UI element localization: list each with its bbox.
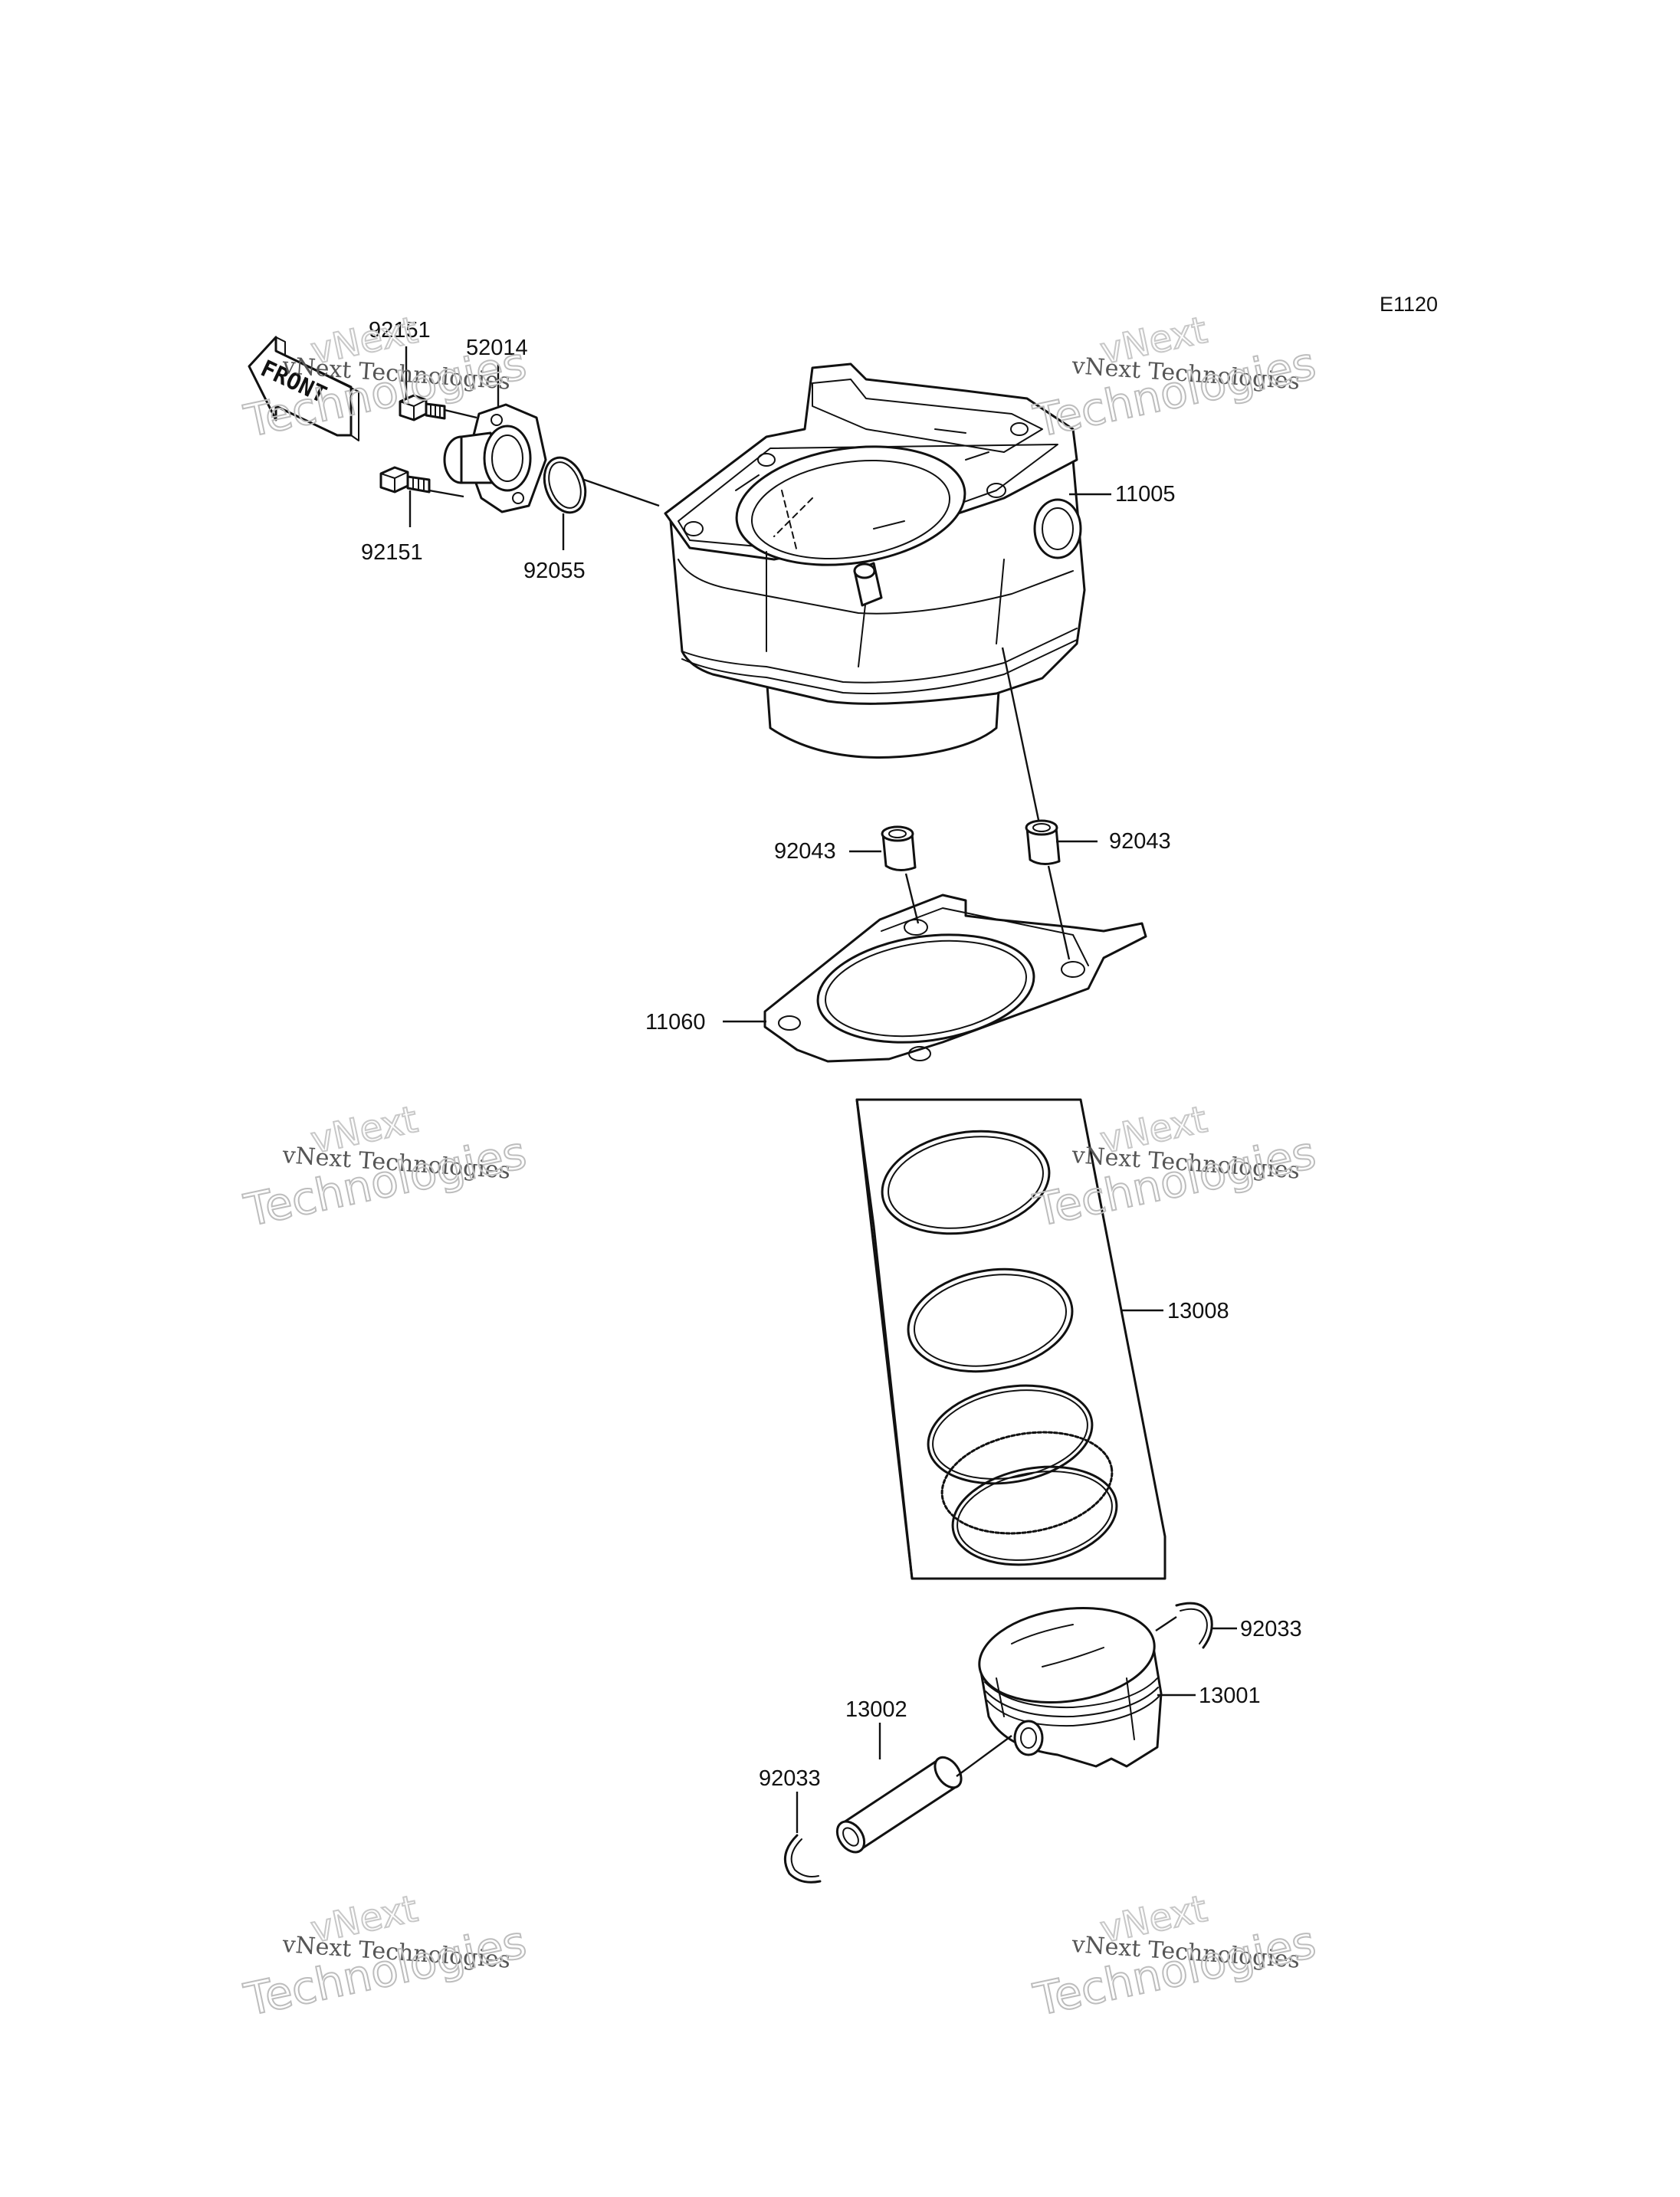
label-92033-left: 92033 <box>759 1766 821 1791</box>
label-92151-bottom: 92151 <box>361 540 423 565</box>
leader-lines <box>405 346 1237 1833</box>
watermark-middle-right: vNext vNext Technologies Technologies <box>1029 1097 1321 1238</box>
label-11060: 11060 <box>645 1010 706 1035</box>
label-92043-left: 92043 <box>774 839 836 864</box>
watermark-middle-left: vNext vNext Technologies Technologies <box>239 1097 532 1238</box>
piston-pin-13002 <box>835 1756 963 1854</box>
dowel-pin-92043-left <box>881 825 917 871</box>
circlip-92033-left <box>783 1834 822 1884</box>
watermark-bottom-left: vNext vNext Technologies Technologies <box>239 1887 532 2027</box>
label-13002: 13002 <box>845 1697 907 1722</box>
label-11005: 11005 <box>1115 482 1176 507</box>
piston-13001 <box>978 1606 1163 1768</box>
gasket-11060 <box>763 894 1147 1063</box>
label-92043-right: 92043 <box>1109 829 1171 854</box>
o-ring-92055 <box>543 456 587 514</box>
dowel-pin-92043-right <box>1025 819 1061 865</box>
label-13001: 13001 <box>1199 1684 1261 1708</box>
watermark-bottom-right: vNext vNext Technologies Technologies <box>1029 1887 1321 2027</box>
thermostat-cover-52014 <box>443 403 547 513</box>
label-92151-top: 92151 <box>369 318 431 343</box>
bolt-92151-top <box>399 394 446 421</box>
label-92033-right: 92033 <box>1240 1617 1302 1641</box>
diagram-code: E1120 <box>1380 293 1438 316</box>
label-52014: 52014 <box>466 336 528 360</box>
piston-ring-set-13008 <box>855 1098 1166 1580</box>
watermark-top-right: vNext vNext Technologies Technologies <box>1029 308 1321 448</box>
label-13008: 13008 <box>1167 1299 1229 1323</box>
circlip-92033-right <box>1175 1602 1213 1649</box>
bolt-92151-bottom <box>379 466 431 494</box>
label-92055: 92055 <box>523 559 586 583</box>
cylinder-11005 <box>664 362 1086 759</box>
